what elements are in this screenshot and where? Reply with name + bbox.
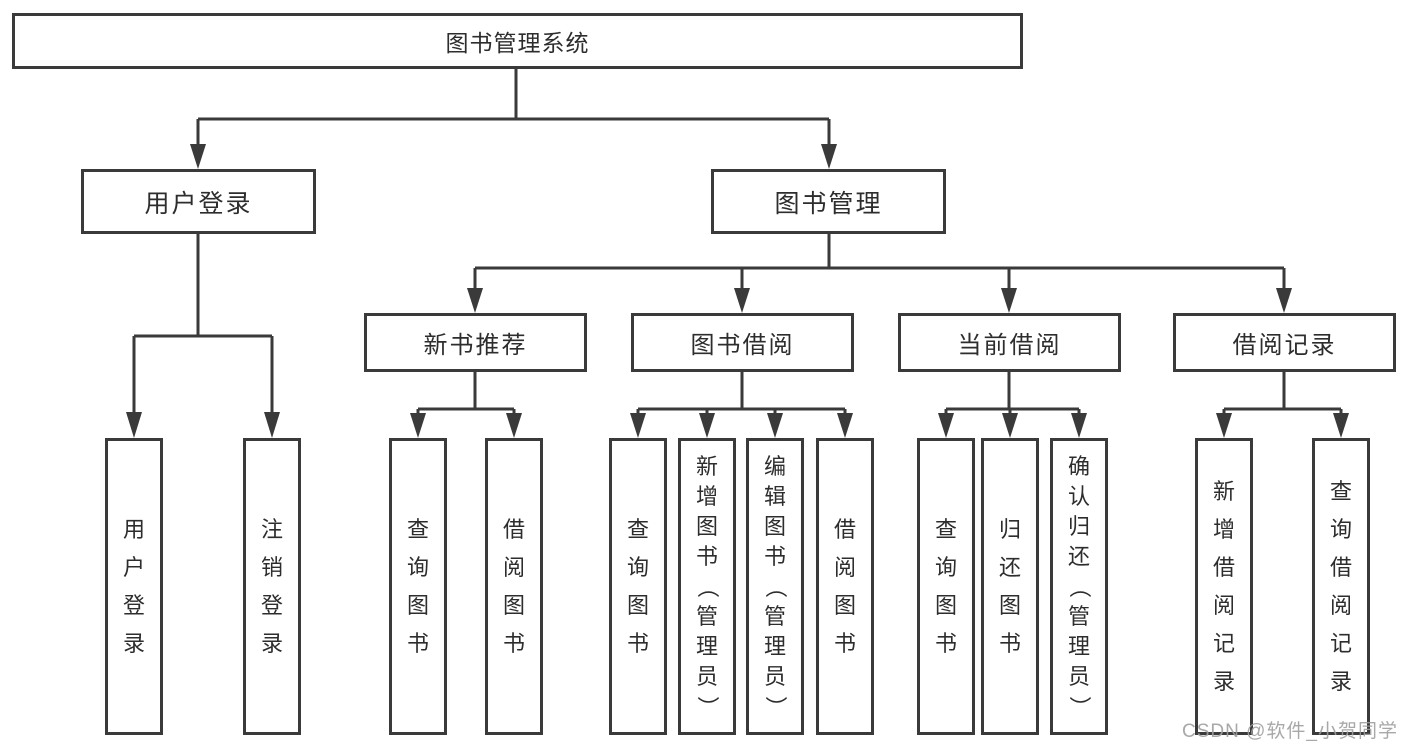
leaf-return-book: 归还图书 <box>981 438 1039 735</box>
arrowhead <box>1001 288 1017 313</box>
leaf-logout: 注销登录 <box>243 438 301 735</box>
node-new-book-recommend: 新书推荐 <box>364 313 587 372</box>
connector-current-to-leaves <box>944 372 1081 414</box>
arrowhead <box>506 413 522 438</box>
arrowhead <box>1071 413 1087 438</box>
connector-userlogin-to-leaves <box>132 234 274 414</box>
node-current-borrow: 当前借阅 <box>898 313 1121 372</box>
arrowhead <box>264 412 280 438</box>
arrowhead <box>938 413 954 438</box>
csdn-watermark: CSDN @软件_小贺同学 <box>1182 721 1398 742</box>
arrowhead <box>699 413 715 438</box>
arrowhead <box>1002 413 1018 438</box>
arrowhead <box>467 288 483 313</box>
arrowhead <box>837 413 853 438</box>
leaf-edit-book-admin: 编辑图书（管理员） <box>746 438 804 735</box>
node-user-login: 用户登录 <box>81 169 316 234</box>
leaf-add-book-admin: 新增图书（管理员） <box>678 438 736 735</box>
arrowhead <box>821 144 837 169</box>
leaf-borrow-books-newbook: 借阅图书 <box>485 438 543 735</box>
connector-borrow-to-leaves <box>636 372 847 414</box>
arrowhead <box>410 413 426 438</box>
connector-records-to-leaves <box>1222 372 1343 414</box>
node-root-system: 图书管理系统 <box>12 13 1023 69</box>
leaf-query-books-current: 查询图书 <box>917 438 975 735</box>
leaf-borrow-books-borrow: 借阅图书 <box>816 438 874 735</box>
leaf-query-borrow-record: 查询借阅记录 <box>1312 438 1370 735</box>
arrowhead <box>767 413 783 438</box>
arrowhead <box>1333 413 1349 438</box>
node-book-management: 图书管理 <box>711 169 946 234</box>
leaf-add-borrow-record: 新增借阅记录 <box>1195 438 1253 735</box>
arrowhead <box>1276 288 1292 313</box>
arrowheads <box>126 144 1349 438</box>
leaf-confirm-return-admin: 确认归还（管理员） <box>1050 438 1108 735</box>
node-borrow-records: 借阅记录 <box>1173 313 1396 372</box>
node-book-borrow: 图书借阅 <box>631 313 854 372</box>
connector-mgmt-to-level3 <box>473 234 1286 289</box>
leaf-query-books-borrow: 查询图书 <box>609 438 667 735</box>
connector-root-to-level2 <box>196 68 831 146</box>
arrowhead <box>190 144 206 169</box>
arrowhead <box>126 412 142 438</box>
arrowhead <box>630 413 646 438</box>
arrowhead <box>1216 413 1232 438</box>
arrowhead <box>734 288 750 313</box>
leaf-query-books-newbook: 查询图书 <box>389 438 447 735</box>
connector-newbook-to-leaves <box>416 372 516 414</box>
leaf-user-login: 用户登录 <box>105 438 163 735</box>
